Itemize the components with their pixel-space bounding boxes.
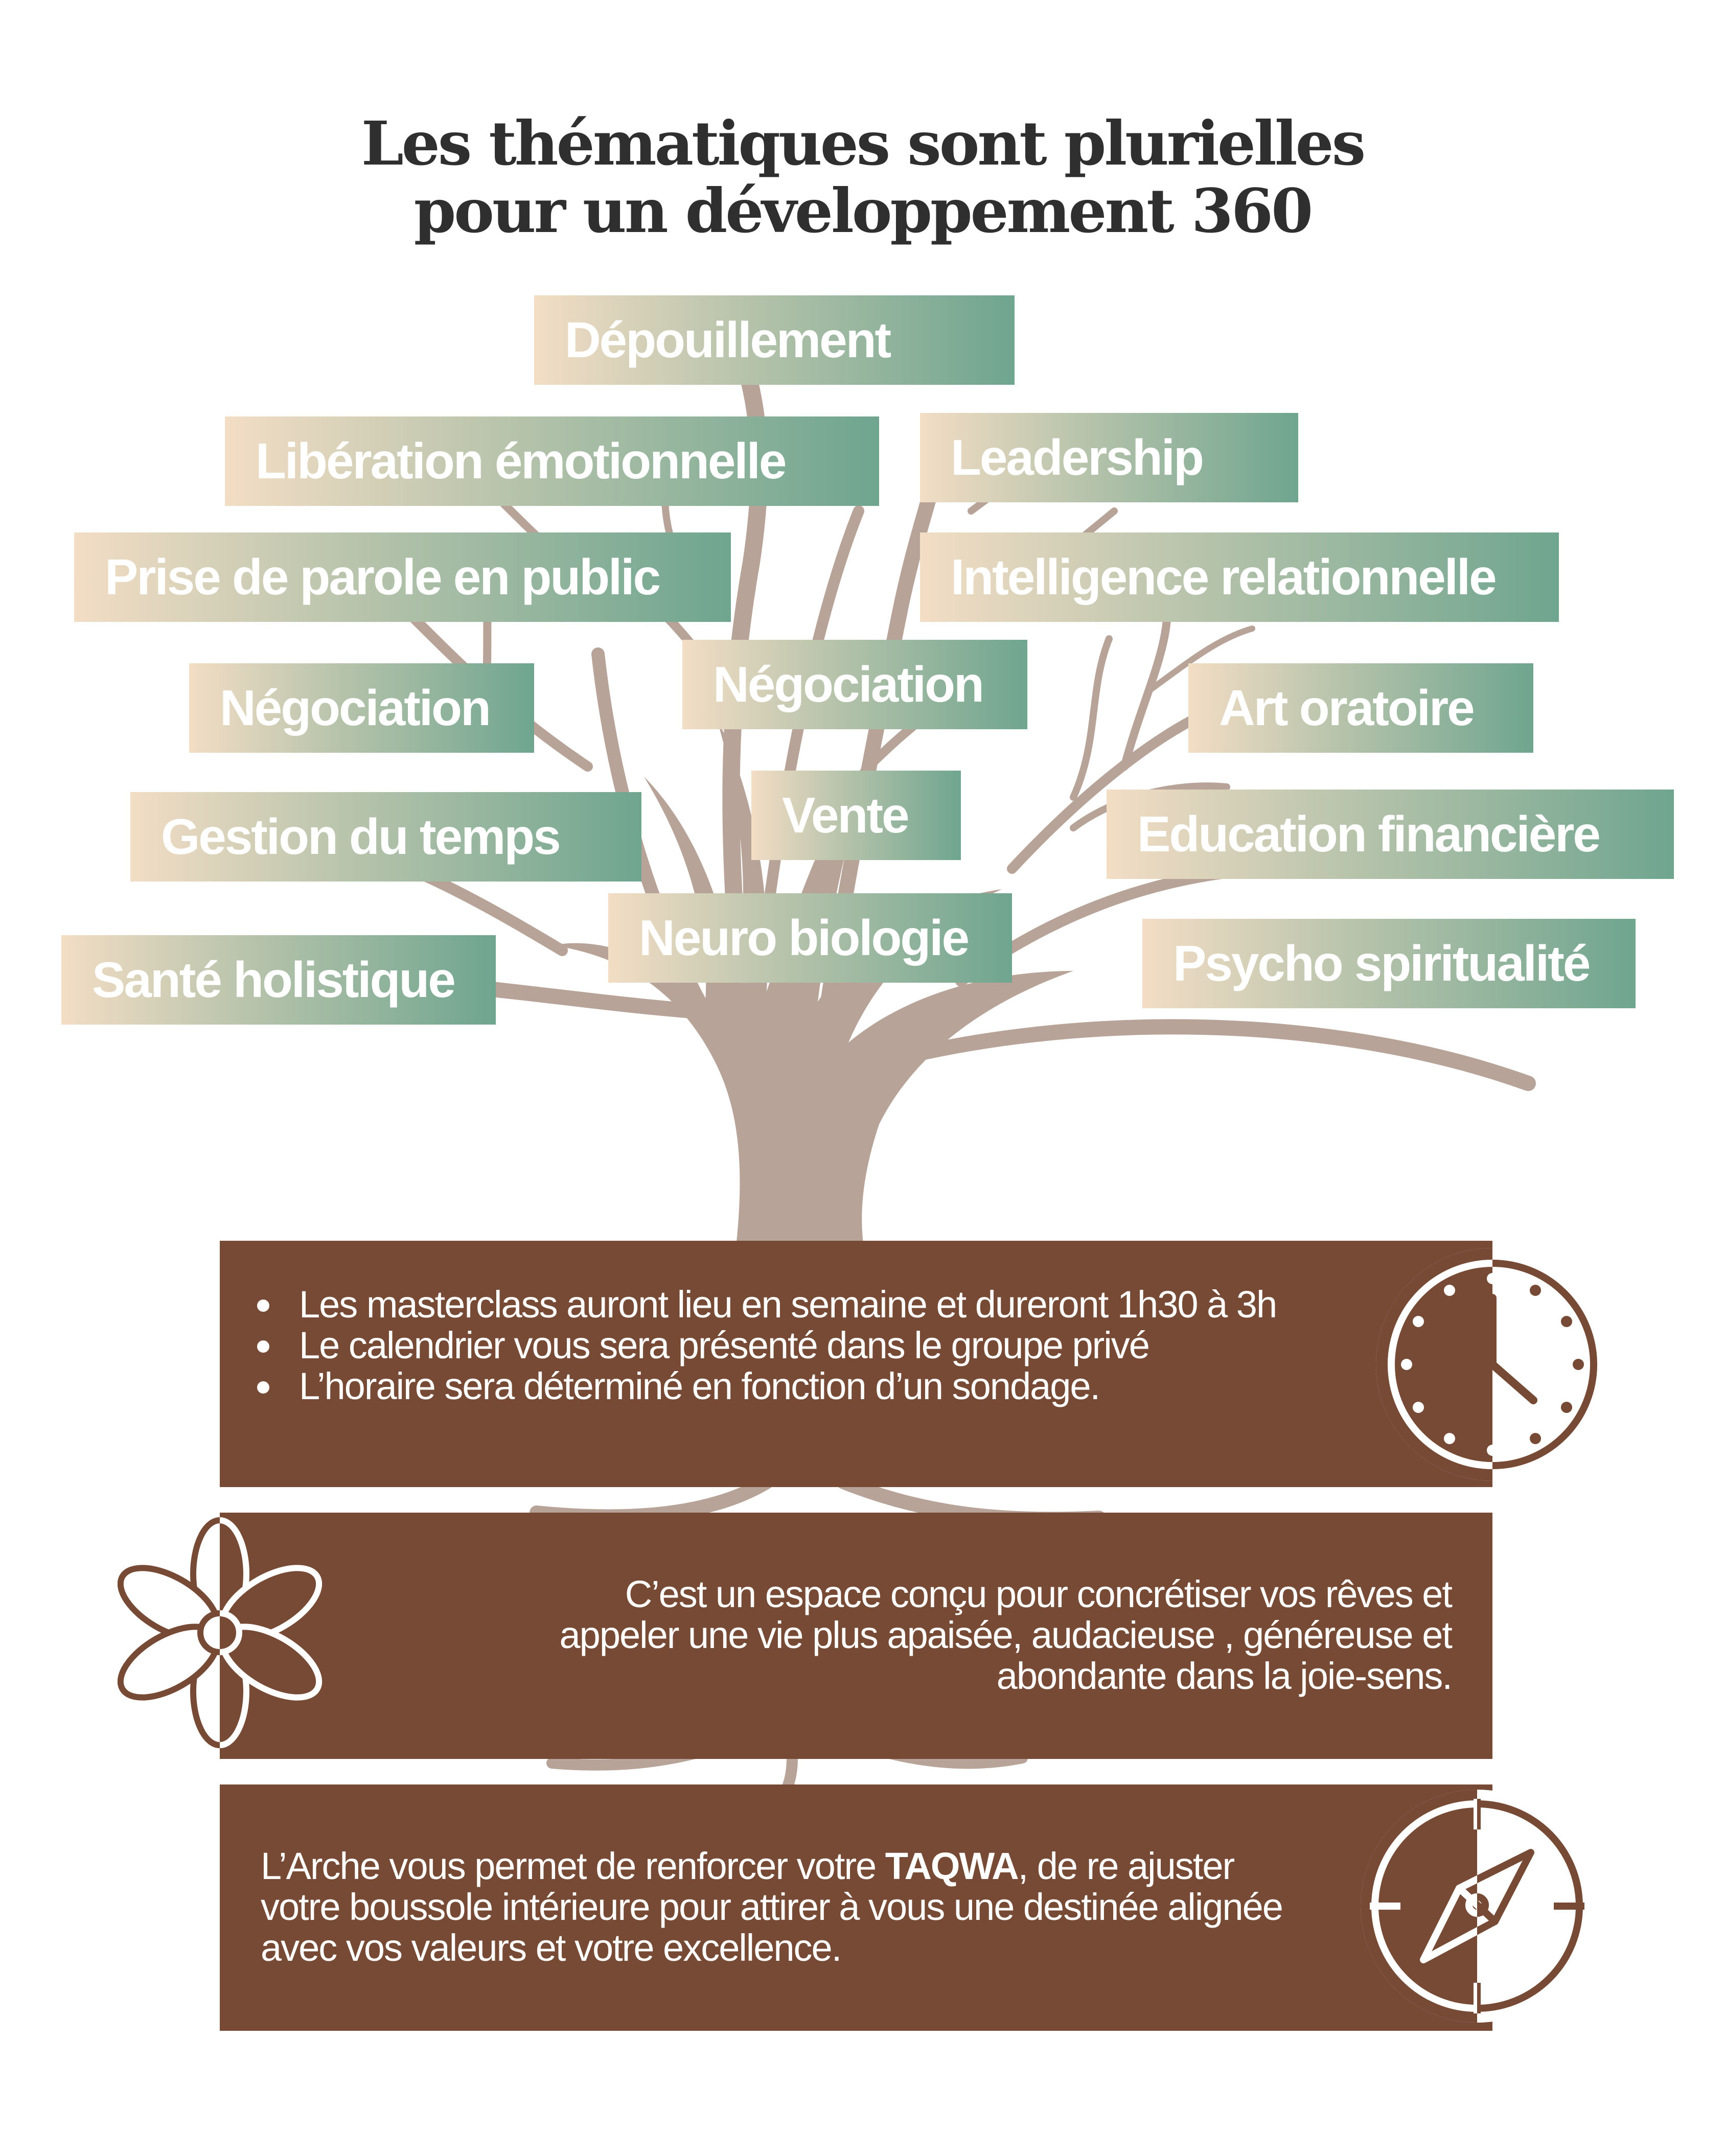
theme-tag-psycho-spiritualite: Psycho spiritualité	[1142, 919, 1636, 1008]
schedule-item: L’horaire sera déterminé en fonction d’u…	[257, 1366, 1372, 1407]
schedule-panel: Les masterclass auront lieu en semaine e…	[220, 1241, 1492, 1487]
flower-icon	[118, 1508, 342, 1758]
space-line-3: abondante dans la joie-sens.	[996, 1655, 1453, 1697]
theme-tag-education-financiere: Education financière	[1107, 790, 1674, 879]
schedule-item: Les masterclass auront lieu en semaine e…	[257, 1284, 1306, 1325]
title-line-1: Les thématiques sont plurielles	[361, 108, 1366, 179]
arche-text: L’Arche vous permet de renforcer votre T…	[261, 1846, 1314, 1968]
space-line-2: appeler une vie plus apaisée, audacieuse…	[559, 1614, 1453, 1656]
space-line-1: C’est un espace conçu pour concrétiser v…	[625, 1573, 1453, 1615]
theme-tag-gestion-du-temps: Gestion du temps	[130, 792, 641, 882]
theme-tag-leadership: Leadership	[920, 413, 1298, 502]
theme-tag-prise-de-parole: Prise de parole en public	[74, 532, 731, 622]
taqwa-highlight: TAQWA	[885, 1845, 1019, 1887]
compass-icon	[1354, 1783, 1600, 2029]
theme-tag-neuro-biologie: Neuro biologie	[608, 893, 1012, 983]
theme-tag-negociation-center: Négociation	[682, 640, 1027, 729]
theme-tag-sante-holistique: Santé holistique	[61, 935, 496, 1025]
theme-tag-negociation-left: Négociation	[189, 663, 534, 753]
theme-tag-liberation-emotionnelle: Libération émotionnelle	[225, 416, 879, 506]
arche-text-after: , de re ajuster votre boussole intérieur…	[261, 1845, 1283, 1969]
arche-panel: L’Arche vous permet de renforcer votre T…	[220, 1784, 1492, 2031]
space-text: C’est un espace conçu pour concrétiser v…	[429, 1573, 1453, 1697]
schedule-item: Le calendrier vous sera présenté dans le…	[257, 1325, 1372, 1366]
schedule-list: Les masterclass auront lieu en semaine e…	[257, 1284, 1372, 1407]
theme-tag-art-oratoire: Art oratoire	[1188, 663, 1533, 753]
arche-text-before: L’Arche vous permet de renforcer votre	[261, 1845, 885, 1887]
theme-tag-depouillement: Dépouillement	[534, 295, 1015, 385]
title-line-2: pour un développement 360	[413, 175, 1313, 246]
theme-tag-intelligence-relationnelle: Intelligence relationnelle	[920, 532, 1559, 622]
clock-icon	[1370, 1242, 1615, 1487]
theme-tag-vente: Vente	[751, 771, 961, 860]
space-panel: C’est un espace conçu pour concrétiser v…	[220, 1513, 1492, 1759]
page-title: Les thématiques sont plurielles pour un …	[0, 110, 1725, 245]
